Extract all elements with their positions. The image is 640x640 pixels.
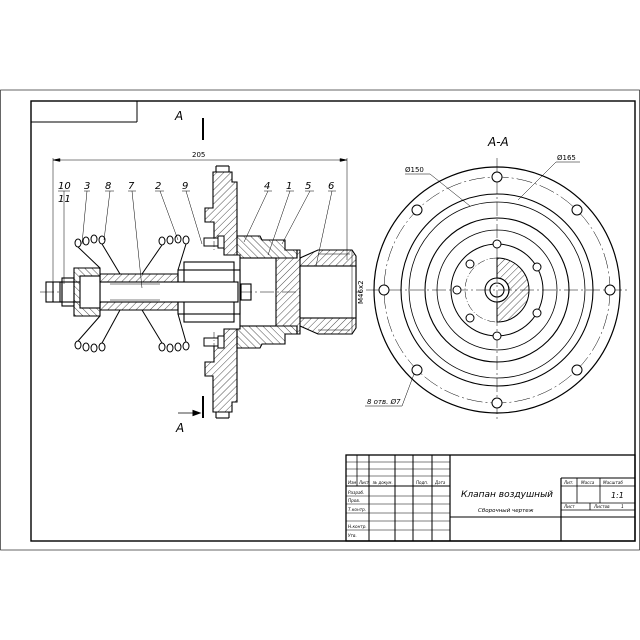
callout-leaders [58, 190, 336, 289]
callout-10: 10 [58, 181, 71, 192]
sheet-label: Лист [563, 504, 575, 509]
diameter-leaders [365, 161, 580, 407]
callout-5: 5 [305, 181, 311, 192]
callout-3: 3 [84, 181, 90, 192]
rev-col-list: Лист [358, 480, 370, 485]
outlet-nozzle [299, 249, 357, 335]
thread-label: M46x2 [357, 280, 365, 304]
section-markers [178, 118, 204, 418]
role-tech-control: Т.контр. [348, 507, 366, 512]
col-scale: Масштаб [603, 480, 623, 485]
flange-body [204, 165, 238, 419]
section-view-a-a: A-A [365, 135, 628, 422]
col-lit: Лит. [563, 480, 574, 485]
holes-label: 8 отв. Ø7 [367, 398, 401, 406]
title-block-text: Изм Лист № докум. Подп. Дата Разраб. Про… [348, 480, 624, 538]
rev-col-date: Дата [434, 480, 446, 485]
callout-1: 1 [286, 181, 292, 192]
role-approved: Утв. [348, 533, 357, 538]
callout-numbers: 10 11 3 8 7 2 9 4 1 5 6 [58, 181, 334, 205]
diameter-outer-label: Ø165 [557, 154, 576, 162]
springs [74, 234, 190, 353]
drawing-subtitle: Сборочный чертеж [478, 508, 534, 514]
section-cut-sector [496, 257, 530, 323]
callout-2: 2 [155, 181, 161, 192]
callout-8: 8 [105, 181, 111, 192]
title-block [345, 454, 636, 542]
overall-length-label: 205 [192, 151, 205, 159]
guide-bushing [73, 267, 179, 317]
col-mass: Масса [581, 480, 595, 485]
callout-7: 7 [128, 181, 135, 192]
section-view: 205 M46x2 [40, 109, 365, 435]
callout-4: 4 [264, 181, 270, 192]
sheets-label: Листов [593, 504, 610, 509]
inner-bolts [452, 239, 542, 341]
valve-stem [45, 261, 252, 323]
flange-holes [378, 171, 616, 409]
rev-col-doc: № докум. [372, 480, 393, 485]
section-marker-top: A [174, 109, 183, 123]
section-circles [366, 158, 628, 422]
drawing-title: Клапан воздушный [461, 490, 553, 500]
sheets-count: 1 [621, 504, 624, 510]
section-marker-bottom: A [175, 421, 184, 435]
callout-9: 9 [182, 181, 188, 192]
callout-11: 11 [58, 194, 71, 205]
role-checker: Пров. [348, 498, 360, 503]
section-title: A-A [487, 135, 509, 149]
scale-value: 1:1 [611, 491, 624, 500]
rev-col-izm: Изм [348, 480, 356, 485]
callout-6: 6 [328, 181, 334, 192]
role-developer: Разраб. [348, 490, 364, 495]
flange-bolts [203, 230, 225, 354]
rev-col-sign: Подп. [416, 480, 428, 485]
diameter-inner-label: Ø150 [405, 166, 424, 174]
role-norm-control: Н.контр. [348, 524, 367, 529]
overall-dimension [52, 158, 348, 300]
